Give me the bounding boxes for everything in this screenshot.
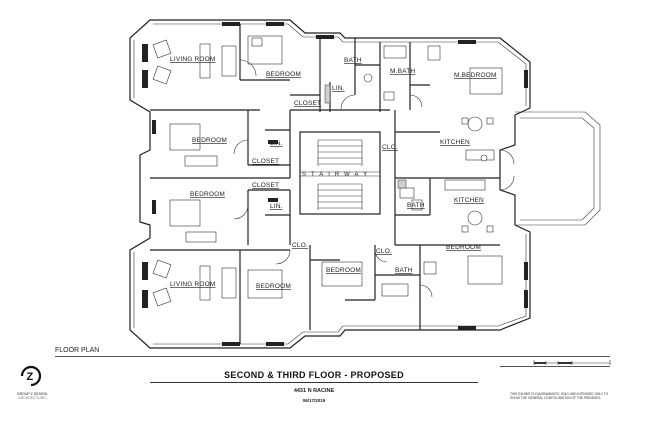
rear-porch — [515, 111, 601, 226]
label-bedroom-left-upper: BEDROOM — [192, 137, 227, 144]
disclaimer-note: THIS EXHIBIT IS DIAGRAMMATIC ONLY AND IN… — [510, 392, 609, 400]
windows — [142, 22, 528, 346]
furniture — [152, 35, 503, 307]
sheet-title: SECOND & THIRD FLOOR - PROPOSED — [150, 370, 478, 383]
label-bedroom-lower-right: BEDROOM — [446, 244, 481, 251]
scale-rule — [500, 366, 610, 367]
room-labels: LIVING ROOM BEDROOM BATH M.BATH M.BEDROO… — [170, 56, 497, 290]
title-block: SECOND & THIRD FLOOR - PROPOSED 4431 N R… — [150, 370, 478, 403]
label-bedroom-top: BEDROOM — [266, 71, 301, 78]
label-stairway: STAIRWAY — [302, 172, 372, 178]
label-clo-center: CLO. — [382, 144, 398, 151]
door-swings — [233, 59, 515, 298]
label-bedroom-bottom: BEDROOM — [256, 283, 291, 290]
company-name-main: GROUP Z DESIGN — [16, 392, 48, 396]
floor-plan-rule — [55, 356, 610, 357]
sheet-address: 4431 N RACINE — [293, 388, 335, 394]
company-logo: Z — [20, 365, 42, 387]
interior-walls — [150, 24, 500, 344]
scale-bar — [533, 360, 611, 365]
label-closet-left-lower: CLOSET — [252, 182, 279, 189]
building-outline — [129, 19, 531, 349]
label-closet-top: CLOSET — [294, 100, 321, 107]
label-closet-left-upper: CLOSET — [252, 158, 279, 165]
label-kitchen-lower: KITCHEN — [454, 197, 484, 204]
label-clo-lower-right: CLO. — [376, 248, 392, 255]
label-bath-center: BATH — [407, 202, 425, 209]
label-kitchen-upper: KITCHEN — [440, 139, 470, 146]
label-m-bedroom: M.BEDROOM — [454, 72, 497, 79]
label-lin-left-upper: LIN. — [270, 140, 283, 147]
label-bedroom-lower-center: BEDROOM — [326, 267, 361, 274]
sheet-date: 06/17/2019 — [302, 398, 326, 403]
floor-plan-label: FLOOR PLAN — [55, 347, 100, 354]
label-bath-top: BATH — [344, 57, 362, 64]
label-lin-left-lower: LIN. — [270, 203, 283, 210]
company-name: GROUP Z DESIGN ARCHITECTURE — [10, 392, 54, 400]
label-clo-lower-left: CLO. — [292, 242, 308, 249]
company-name-sub: ARCHITECTURE — [18, 396, 46, 400]
label-bedroom-left-lower: BEDROOM — [190, 191, 225, 198]
logo-letter: Z — [27, 371, 34, 383]
label-living-room-top: LIVING ROOM — [170, 56, 216, 63]
label-lin-top-1: LIN. — [332, 85, 345, 92]
label-bath-lower: BATH — [395, 267, 413, 274]
label-living-room-bottom: LIVING ROOM — [170, 281, 216, 288]
label-m-bath: M.BATH — [390, 68, 415, 75]
